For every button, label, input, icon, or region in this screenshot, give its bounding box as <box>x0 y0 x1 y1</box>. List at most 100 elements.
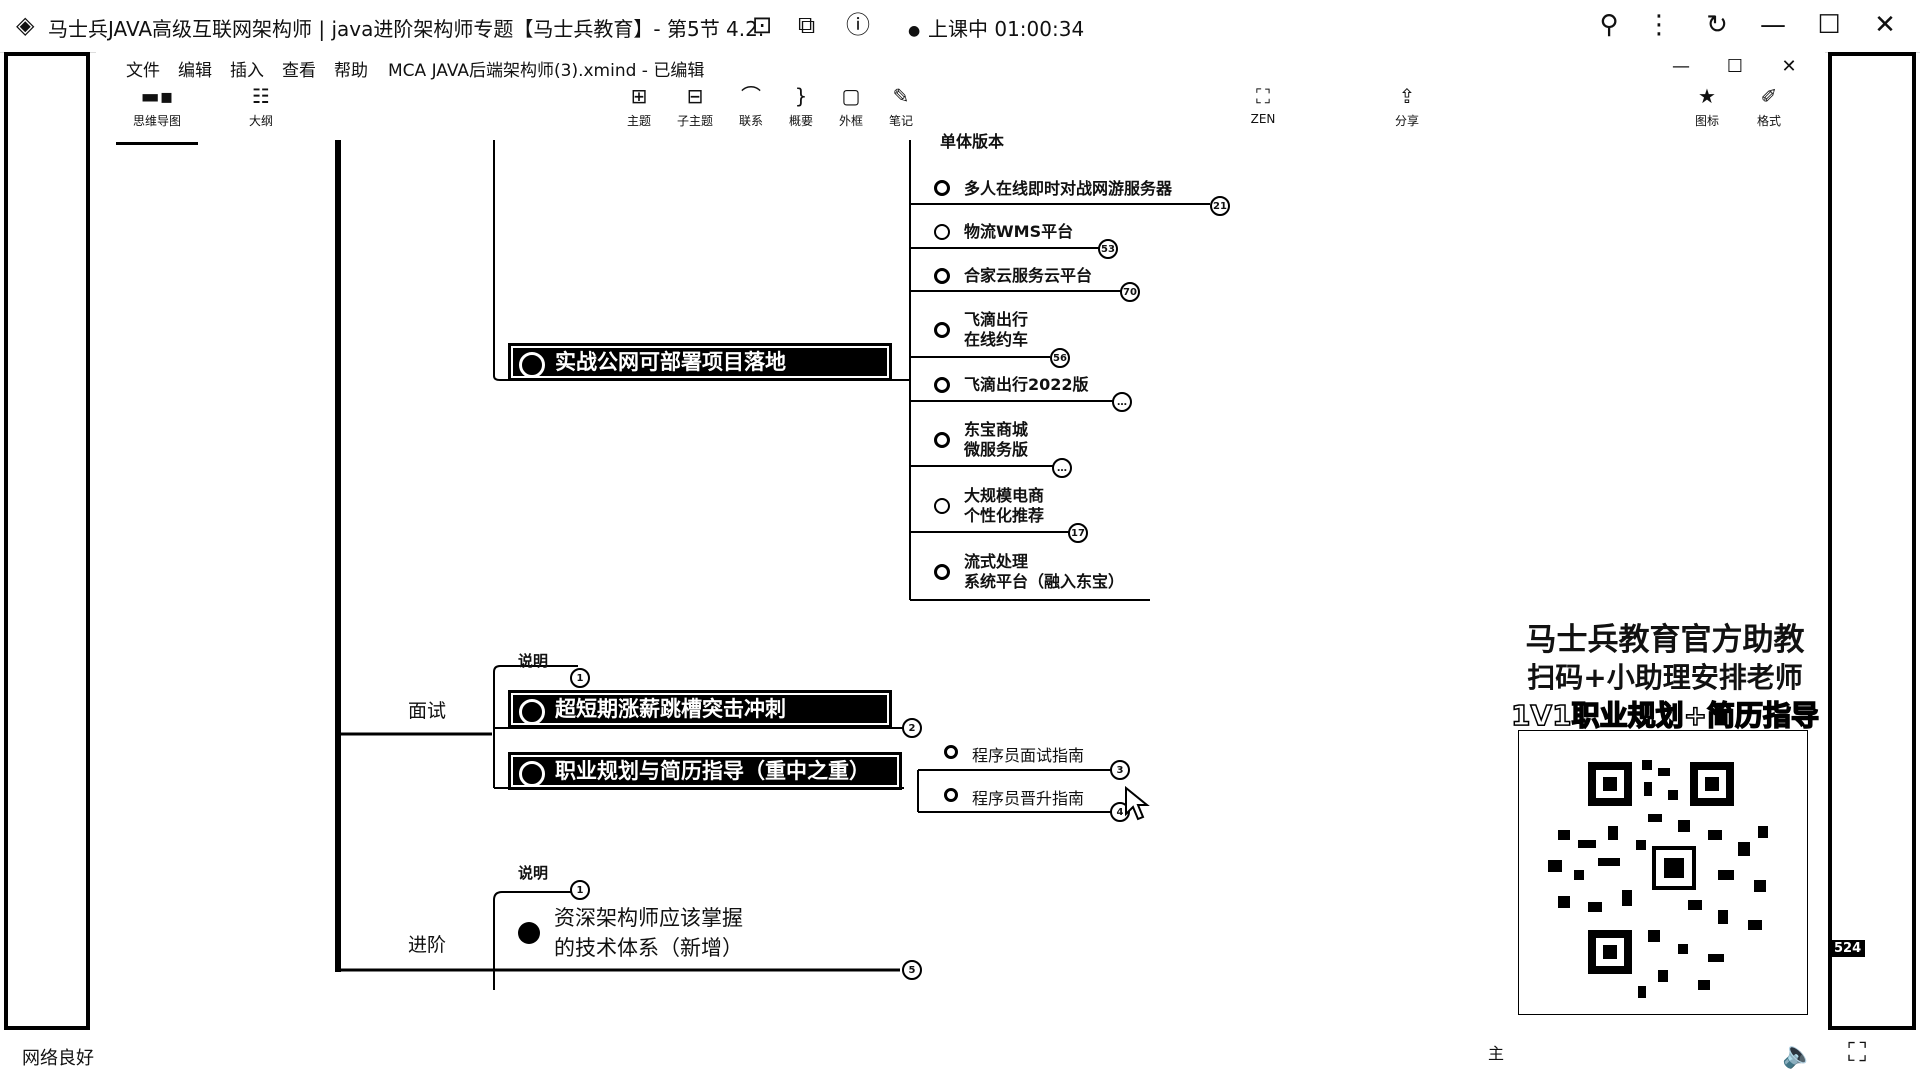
advanced-label[interactable]: 进阶 <box>408 934 447 956</box>
menu-file[interactable]: 文件 <box>126 61 160 81</box>
note-label[interactable]: 说明 <box>518 652 549 670</box>
topic-marker-icon <box>519 352 545 378</box>
note-badge[interactable]: 1 <box>570 880 590 900</box>
maximize-button[interactable]: ☐ <box>1817 10 1841 40</box>
share-button[interactable]: ⇪ 分享 <box>1374 82 1440 129</box>
promo-line-1: 马士兵教育官方助教 <box>1525 622 1805 658</box>
title-bar: ◈ 马士兵JAVA高级互联网架构师 | java进阶架构师专题【马士兵教育】- … <box>0 0 1920 53</box>
menu-help[interactable]: 帮助 <box>334 61 368 81</box>
career-topic[interactable]: 职业规划与简历指导（重中之重） <box>508 752 902 790</box>
share-icon: ⇪ <box>1398 84 1416 108</box>
subtopic-icon: ⊟ <box>686 84 704 108</box>
truncated-topic[interactable]: 单体版本 <box>940 132 1005 151</box>
count-badge[interactable]: 5 <box>902 960 922 980</box>
viewer-count-badge: 524 <box>1830 940 1866 957</box>
more-icon[interactable]: ⋮ <box>1646 10 1672 40</box>
minimize-button[interactable]: — <box>1760 10 1786 40</box>
architect-topic-line1[interactable]: 资深架构师应该掌握 <box>554 906 743 930</box>
project-item-6[interactable]: 东宝商城 微服务版 <box>964 420 1029 459</box>
menu-edit[interactable]: 编辑 <box>178 61 212 81</box>
document-title: MCA JAVA后端架构师(3).xmind - 已编辑 <box>388 61 705 81</box>
right-video-panel <box>1828 52 1916 1030</box>
count-badge[interactable]: 3 <box>1110 760 1130 780</box>
alert-icon[interactable]: ⓘ <box>846 11 870 39</box>
interview-label[interactable]: 面试 <box>408 700 447 722</box>
format-panel-button[interactable]: ✐ 格式 <box>1736 82 1802 129</box>
topic-button[interactable]: ⊞ 主题 <box>606 82 672 129</box>
project-bullet-icon <box>934 432 950 448</box>
project-item-5[interactable]: 飞滴出行2022版 <box>964 375 1089 394</box>
menu-view[interactable]: 查看 <box>282 61 316 81</box>
speaker-icon[interactable]: 🔈 <box>1782 1040 1815 1070</box>
popout-icon[interactable]: ⧉ <box>798 11 816 39</box>
format-icon: ✐ <box>1760 84 1778 108</box>
count-badge[interactable]: 53 <box>1098 239 1118 259</box>
status-bar: 网络良好 主 🔈 ⛶ <box>0 1034 1920 1080</box>
project-bullet-icon <box>934 564 950 580</box>
child-bullet-icon <box>944 745 958 759</box>
inner-close-button[interactable]: ✕ <box>1781 56 1797 77</box>
architect-topic-icon <box>518 922 540 944</box>
count-badge[interactable]: 56 <box>1050 348 1070 368</box>
architect-topic-line2[interactable]: 的技术体系（新增） <box>554 936 743 960</box>
close-button[interactable]: ✕ <box>1874 10 1896 40</box>
project-item-8[interactable]: 流式处理 系统平台（融入东宝） <box>964 552 1125 591</box>
topic-marker-icon <box>519 761 545 787</box>
promo-line-2: 扫码+小助理安排老师 <box>1527 661 1803 694</box>
boundary-button[interactable]: ▢ 外框 <box>818 82 884 129</box>
project-item-2[interactable]: 物流WMS平台 <box>964 222 1074 241</box>
class-status: 上课中 01:00:34 <box>928 17 1085 41</box>
project-bullet-icon <box>934 377 950 393</box>
career-child-1[interactable]: 程序员面试指南 <box>972 746 1085 765</box>
menu-bar: 文件 编辑 插入 查看 帮助 MCA JAVA后端架构师(3).xmind - … <box>96 52 1825 82</box>
live-dot-icon: ● <box>908 23 921 39</box>
count-badge[interactable]: 21 <box>1210 196 1230 216</box>
inner-minimize-button[interactable]: — <box>1672 56 1690 77</box>
app-logo-icon: ◈ <box>16 11 35 39</box>
icons-panel-button[interactable]: ★ 图标 <box>1674 82 1740 129</box>
note-button[interactable]: ✎ 笔记 <box>868 82 934 129</box>
mouse-cursor-icon <box>1125 786 1150 821</box>
pin-icon[interactable]: ⚲ <box>1599 10 1619 40</box>
zen-button[interactable]: ⛶ ZEN <box>1230 82 1296 126</box>
topic-marker-icon <box>519 699 545 725</box>
summary-button[interactable]: } 概要 <box>768 82 834 129</box>
project-bullet-icon <box>934 322 950 338</box>
note-badge[interactable]: 1 <box>570 668 590 688</box>
network-status: 网络良好 <box>22 1048 94 1069</box>
outline-icon: ☷ <box>252 84 270 108</box>
project-topic[interactable]: 实战公网可部署项目落地 <box>508 343 892 381</box>
tab-outline[interactable]: ☷ 大纲 <box>228 82 294 129</box>
project-item-3[interactable]: 合家云服务云平台 <box>964 266 1093 285</box>
sprint-topic[interactable]: 超短期涨薪跳槽突击冲刺 <box>508 690 892 728</box>
fullscreen-icon: ⛶ <box>1256 84 1270 108</box>
qr-code-icon[interactable] <box>1518 730 1808 1015</box>
count-badge[interactable]: 2 <box>902 718 922 738</box>
advanced-note-label[interactable]: 说明 <box>518 864 549 882</box>
note-icon: ✎ <box>892 84 910 108</box>
chat-icon[interactable]: ⊡ <box>752 11 773 39</box>
menu-insert[interactable]: 插入 <box>230 61 264 81</box>
career-child-2[interactable]: 程序员晋升指南 <box>972 789 1085 808</box>
promo-line-3: 1V1职业规划+简历指导 <box>1510 698 1820 733</box>
count-badge[interactable]: 17 <box>1068 523 1088 543</box>
fullscreen-toggle-icon[interactable]: ⛶ <box>1848 1038 1867 1068</box>
tab-mindmap[interactable]: ▬▪ 思维导图 <box>116 82 198 145</box>
summary-icon: } <box>794 84 808 108</box>
count-badge[interactable]: 70 <box>1120 282 1140 302</box>
project-item-7[interactable]: 大规模电商 个性化推荐 <box>964 486 1045 525</box>
project-bullet-icon <box>934 224 950 240</box>
icons-icon: ★ <box>1698 84 1716 108</box>
window-title: 马士兵JAVA高级互联网架构师 | java进阶架构师专题【马士兵教育】- 第5… <box>48 17 765 41</box>
collapse-badge[interactable]: … <box>1052 458 1072 478</box>
subtopic-button[interactable]: ⊟ 子主题 <box>662 82 728 129</box>
topic-icon: ⊞ <box>630 84 648 108</box>
inner-maximize-button[interactable]: ☐ <box>1726 56 1744 77</box>
relationship-button[interactable]: ⌒ 联系 <box>718 82 784 129</box>
refresh-icon[interactable]: ↻ <box>1706 10 1728 40</box>
collapse-badge[interactable]: … <box>1112 392 1132 412</box>
mindmap-icon: ▬▪ <box>140 84 174 108</box>
project-item-1[interactable]: 多人在线即时对战网游服务器 <box>964 179 1173 198</box>
project-item-4[interactable]: 飞滴出行 在线约车 <box>964 310 1029 349</box>
